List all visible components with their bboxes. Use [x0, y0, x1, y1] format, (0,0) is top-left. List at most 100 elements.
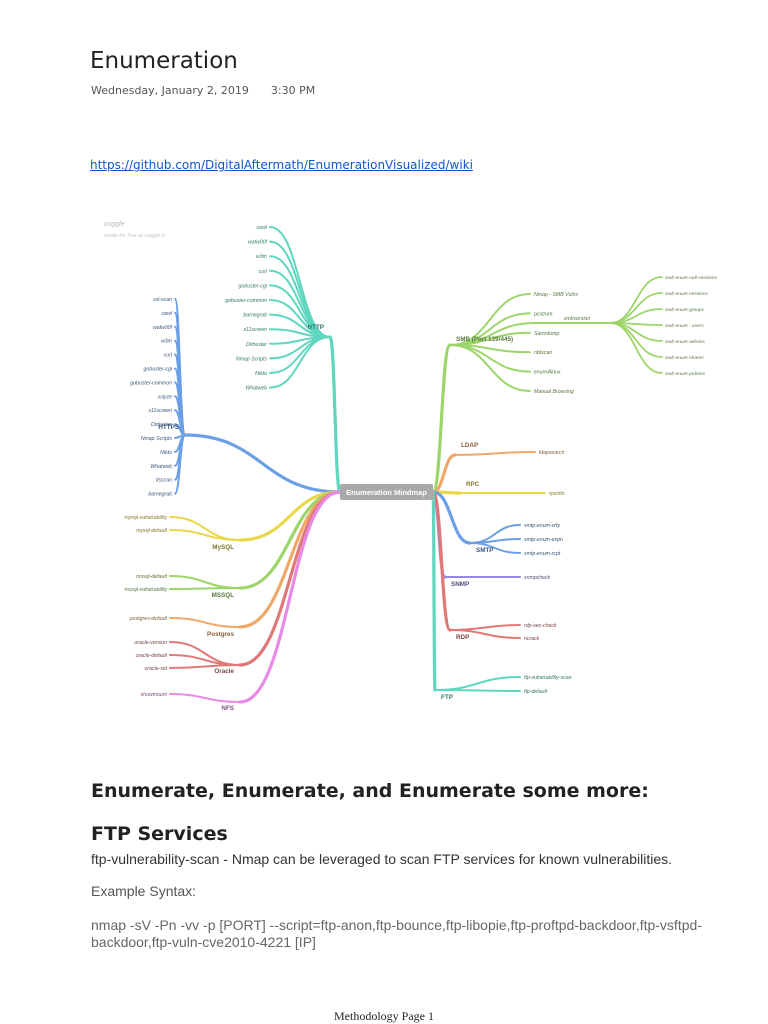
center-label: Enumeration Mindmap [346, 488, 427, 497]
branch-label-http: HTTP [308, 324, 324, 331]
leaf-smbversion: smb-enum-groups [665, 307, 705, 313]
date-text: Wednesday, January 2, 2019 [91, 84, 249, 97]
leaf-https: w3m [161, 339, 173, 345]
page-date: Wednesday, January 2, 2019 3:30 PM [91, 84, 337, 97]
leaf-postgres: postgres-default [129, 616, 168, 622]
leaf-rdp: ncrack [524, 636, 540, 642]
leaf-smbversion: smb-enum - users [665, 323, 704, 329]
edge-rdp-leaf [449, 624, 521, 631]
leaf-smbversion: smb-enum-null-sessions [665, 275, 718, 281]
branch-label-smtp: SMTP [476, 547, 494, 554]
leaf-https: x11screen [147, 408, 172, 414]
leaf-http: wafw00f [248, 240, 268, 246]
heading-ftp-services: FTP Services [91, 823, 228, 845]
leaf-http: barnegrab [243, 313, 267, 319]
branch-label-rpc: RPC [466, 481, 480, 488]
edge-oracle-leaf [169, 664, 241, 669]
edge-ftp [431, 490, 437, 692]
edge-postgres [238, 490, 342, 629]
leaf-https: sslyze [158, 394, 173, 400]
nmap-command: nmap -sV -Pn -vv -p [PORT] --script=ftp-… [91, 917, 702, 950]
branch-label-rdp: RDP [456, 634, 469, 641]
leaf-http: Whatweb [245, 386, 267, 392]
leaf-mysql: mysql-vulnerability [124, 515, 167, 521]
leaf-https: curl [164, 353, 173, 359]
mindmap-center-node: Enumeration Mindmap [340, 484, 433, 500]
edge-smtp-leaf [469, 538, 521, 544]
leaf-http: x11screen [242, 327, 267, 333]
edge-nfs [238, 490, 342, 704]
edge-http-leaf [269, 226, 331, 338]
edge-http-leaf [269, 240, 331, 338]
leaf-smb: Samrdump [534, 331, 559, 337]
edge-mssql-leaf [169, 587, 241, 590]
leaf-ftp: ftp-default [524, 689, 548, 695]
leaf-rpc: rpcinfo [549, 491, 565, 497]
leaf-smbversion: smb-enum-policies [665, 371, 706, 377]
edge-smb-smbversion [449, 322, 536, 346]
branch-label-https: HTTPS [158, 424, 179, 431]
leaf-https: gobuster-common [130, 380, 172, 386]
edge-smb-leaf [449, 344, 531, 392]
edge-postgres-leaf [169, 617, 241, 628]
edge-https [183, 433, 342, 494]
branch-label-ldap: LDAP [461, 442, 478, 449]
leaf-smtp: smtp-enum-rcpt [524, 551, 561, 557]
leaf-oracle: oracle-sid [145, 666, 169, 672]
leaf-smb: nbtscan [534, 350, 552, 356]
ftp-description: ftp-vulnerability-scan - Nmap can be lev… [91, 851, 672, 867]
enumeration-mindmap: coggle made for free at coggle.it cewlwa… [104, 221, 718, 712]
smbversion-label: smbversion [564, 316, 591, 322]
branch-label-oracle: Oracle [214, 668, 234, 675]
leaf-http: Nmap Scripts [236, 356, 268, 362]
leaf-ftp: ftp-vulnerability-scan [524, 675, 572, 681]
edge-mssql-leaf [169, 575, 241, 589]
leaf-http: curl [259, 269, 268, 275]
leaf-https: Dirbuster [151, 422, 172, 428]
leaf-https: gobuster-cgi [144, 367, 173, 373]
leaf-mssql: mssql-vulnerability [124, 587, 167, 593]
edge-ftp-leaf [434, 689, 521, 692]
leaf-https: cewl [162, 311, 173, 317]
leaf-smb: pcstrum [533, 311, 553, 317]
leaf-https: barnegrab [148, 492, 172, 498]
leaf-http: w3m [256, 254, 268, 260]
leaf-http: gobuster-cgi [239, 283, 268, 289]
edge-smbversion-leaf [609, 292, 663, 324]
leaf-smb: Nmap - SMB Vulns [534, 292, 578, 298]
example-syntax-label: Example Syntax: [91, 883, 197, 899]
branch-label-postgres: Postgres [207, 631, 234, 638]
edge-mysql-leaf [169, 516, 241, 541]
leaf-ldap: ldapsearch [539, 450, 564, 456]
leaf-http: gobuster-common [225, 298, 267, 304]
page-title: Enumeration [90, 48, 238, 74]
leaf-https: tlsscan [156, 478, 172, 484]
branch-label-mysql: MySQL [212, 544, 234, 551]
page-footer: Methodology Page 1 [334, 1009, 434, 1023]
leaf-https: wafw00f [153, 325, 173, 331]
edge-ftp-leaf [434, 676, 521, 691]
leaf-https: Nmap Scripts [141, 436, 173, 442]
edge-smtp-leaf [469, 542, 521, 554]
branch-label-mssql: MSSQL [212, 592, 235, 599]
leaf-https: ssl-scan [153, 297, 172, 303]
mindmap-edges [169, 226, 663, 704]
leaf-nfs: showmount [140, 692, 167, 698]
leaf-smb: enum4linux [534, 370, 561, 376]
leaf-smtp: smtp-enum-vrfy [524, 523, 560, 529]
leaf-http: cewl [257, 225, 268, 231]
wiki-link[interactable]: https://github.com/DigitalAftermath/Enum… [90, 158, 473, 172]
leaf-oracle: oracle-default [136, 653, 168, 659]
edge-nfs-leaf [169, 693, 241, 703]
branch-label-smb: SMB (Port 139/445) [456, 336, 513, 343]
leaf-snmp: snmpcheck [524, 575, 551, 581]
leaf-smtp: smtp-enum-expn [524, 537, 563, 543]
time-text: 3:30 PM [270, 84, 316, 97]
edge-smtp [431, 490, 472, 545]
leaf-mysql: mysql-default [136, 528, 167, 534]
mindmap-labels: cewl wafw00f w3m curl gobuster-cgi gobuster-c… [124, 225, 717, 712]
leaf-smbversion: smb-enum-sessions [665, 291, 709, 297]
heading-enumerate: Enumerate, Enumerate, and Enumerate some… [91, 780, 649, 802]
edge-rdp [431, 490, 452, 632]
edge-http-leaf [269, 336, 331, 389]
